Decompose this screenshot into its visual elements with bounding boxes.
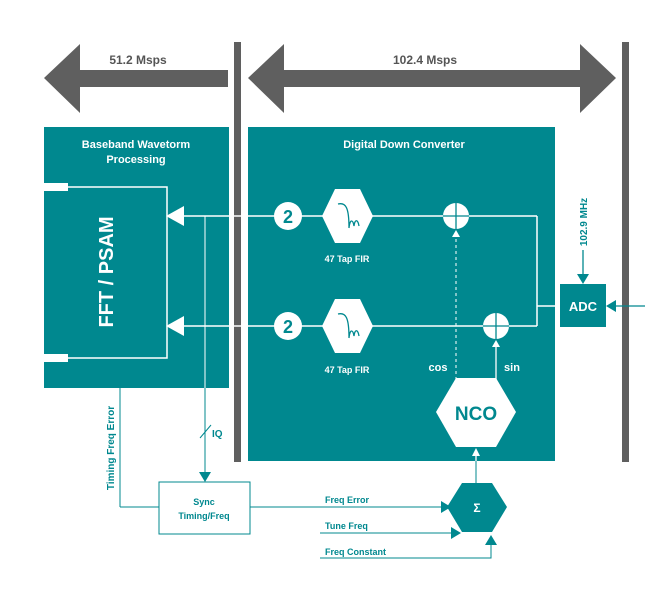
tune-freq-label: Tune Freq [325, 521, 368, 531]
tune-freq-arrowhead [451, 527, 461, 539]
decimator-i-label: 2 [283, 207, 293, 227]
q-path-arrowhead [166, 316, 184, 336]
fir-filter-q[interactable]: 47 Tap FIR [322, 299, 373, 375]
adc-block[interactable]: ADC [560, 284, 606, 327]
iq-bus-slash [199, 424, 212, 439]
lowpass-filter-icon [337, 312, 360, 339]
nco-label: NCO [455, 404, 497, 425]
mixer-i[interactable] [443, 203, 469, 229]
rate-arrow-right [248, 44, 616, 113]
summer-block[interactable]: Σ [447, 483, 507, 532]
timing-freq-error-label: Timing Freq Error [106, 406, 117, 490]
iq-arrowhead [199, 472, 211, 482]
cos-label: cos [429, 362, 448, 374]
fir-filter-i[interactable]: 47 Tap FIR [322, 189, 373, 264]
freq-constant-label: Freq Constant [325, 547, 386, 557]
decimator-q-label: 2 [283, 317, 293, 337]
freq-constant-line [320, 543, 492, 559]
baseband-title-line2: Processing [106, 154, 165, 166]
adc-clock-arrowhead [577, 274, 589, 284]
mixer-q[interactable] [483, 313, 509, 339]
ddc-title: Digital Down Converter [343, 139, 465, 151]
adc-clock-label: 102.9 MHz [579, 198, 590, 246]
freq-error-arrowhead [441, 501, 451, 513]
rate-boundary-bar-1 [234, 42, 241, 462]
rate-label-right: 102.4 Msps [393, 53, 457, 67]
cos-arrowhead [452, 230, 460, 237]
decimator-i[interactable]: 2 [274, 202, 302, 230]
sin-arrowhead [492, 340, 500, 347]
fft-psam-label: FFT / PSAM [96, 216, 118, 327]
fir-i-label: 47 Tap FIR [325, 254, 370, 264]
freq-error-label: Freq Error [325, 495, 370, 505]
summer-label: Σ [473, 501, 480, 515]
sync-label-line1: Sync [193, 497, 215, 507]
iq-label: IQ [212, 429, 223, 440]
baseband-processing-block[interactable] [44, 127, 229, 388]
i-path-arrowhead [166, 206, 184, 226]
fft-psam-block[interactable]: FFT / PSAM [44, 183, 168, 362]
baseband-title-line1: Baseband Wavetorm [82, 139, 191, 151]
nco-block[interactable]: NCO [436, 378, 516, 447]
sync-timing-freq-block[interactable]: Sync Timing/Freq [158, 481, 251, 535]
freq-constant-arrowhead [485, 535, 497, 545]
nco-input-arrowhead [472, 448, 480, 456]
sync-label-line2: Timing/Freq [178, 511, 229, 521]
fft-port-top [44, 183, 68, 191]
fft-port-bottom [44, 354, 68, 362]
sin-label: sin [504, 362, 520, 374]
fir-q-label: 47 Tap FIR [325, 365, 370, 375]
decimator-q[interactable]: 2 [274, 312, 302, 340]
adc-label: ADC [569, 299, 598, 314]
lowpass-filter-icon [337, 202, 360, 229]
rate-boundary-bar-2 [622, 42, 629, 462]
rate-arrow-left [44, 44, 228, 113]
adc-input-arrowhead [606, 300, 616, 312]
rate-label-left: 51.2 Msps [109, 53, 167, 67]
